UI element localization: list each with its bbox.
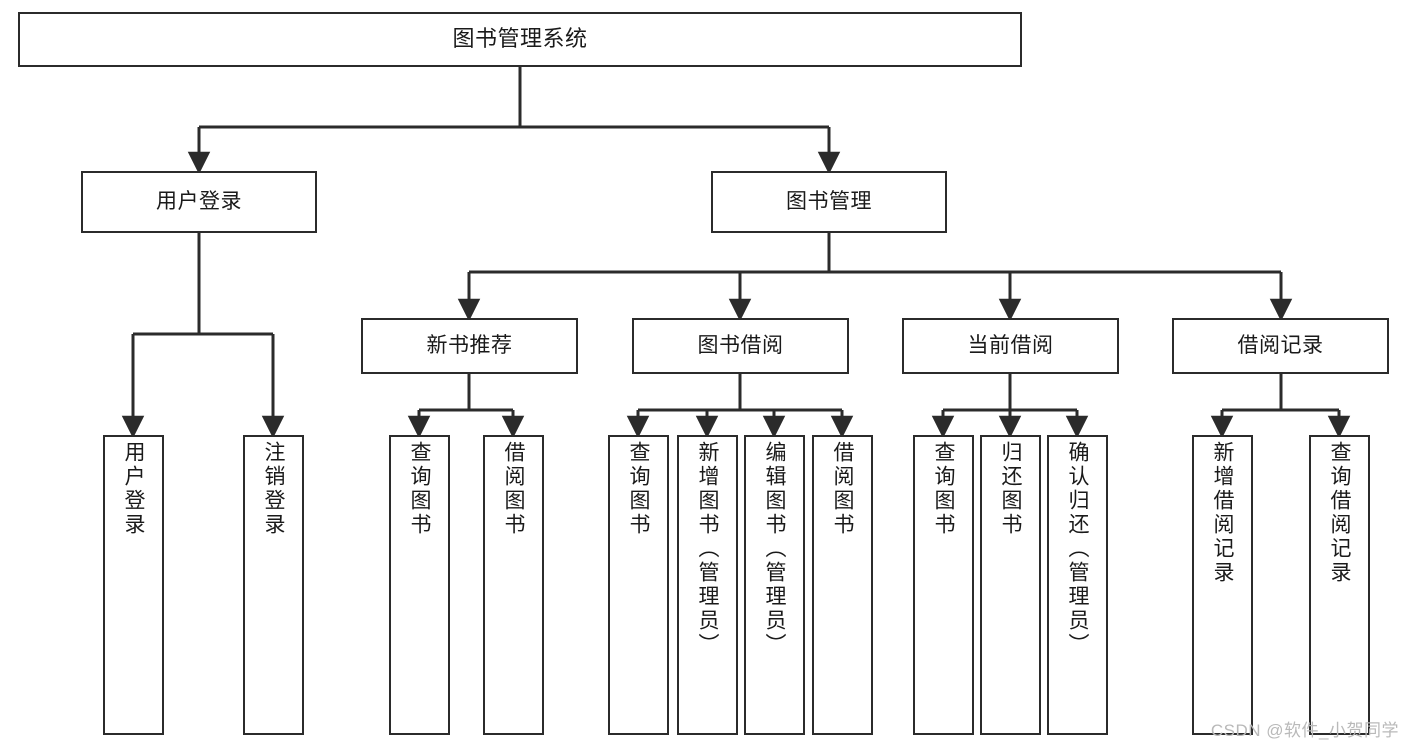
node-borrow-record[interactable]: 借阅记录	[1172, 318, 1389, 374]
node-leaf-confirm-return[interactable]: 确认归还（管理员）	[1047, 435, 1108, 735]
node-leaf-logout-label: 注销登录	[262, 441, 285, 537]
node-leaf-query-book-2-label: 查询图书	[627, 441, 650, 537]
node-user-login[interactable]: 用户登录	[81, 171, 317, 233]
node-leaf-return-book-label: 归还图书	[999, 441, 1022, 537]
node-book-borrow-label: 图书借阅	[697, 334, 784, 358]
node-leaf-user-login[interactable]: 用户登录	[103, 435, 164, 735]
node-leaf-query-book-1-label: 查询图书	[408, 441, 431, 537]
node-leaf-query-book-1[interactable]: 查询图书	[389, 435, 450, 735]
node-current-borrow-label: 当前借阅	[967, 334, 1054, 358]
node-leaf-logout[interactable]: 注销登录	[243, 435, 304, 735]
node-leaf-query-record-label: 查询借阅记录	[1328, 441, 1351, 585]
node-leaf-add-book[interactable]: 新增图书（管理员）	[677, 435, 738, 735]
node-leaf-add-record[interactable]: 新增借阅记录	[1192, 435, 1253, 735]
node-leaf-borrow-book-2[interactable]: 借阅图书	[812, 435, 873, 735]
node-leaf-borrow-book-1[interactable]: 借阅图书	[483, 435, 544, 735]
node-leaf-return-book[interactable]: 归还图书	[980, 435, 1041, 735]
node-leaf-add-book-label: 新增图书（管理员）	[696, 441, 719, 657]
watermark-text: CSDN @软件_小贺同学	[1210, 721, 1399, 740]
node-leaf-query-record[interactable]: 查询借阅记录	[1309, 435, 1370, 735]
node-root-label: 图书管理系统	[452, 26, 588, 52]
node-book-borrow[interactable]: 图书借阅	[632, 318, 849, 374]
node-leaf-confirm-return-label: 确认归还（管理员）	[1066, 441, 1089, 657]
node-borrow-record-label: 借阅记录	[1237, 334, 1324, 358]
node-leaf-query-book-3[interactable]: 查询图书	[913, 435, 974, 735]
node-current-borrow[interactable]: 当前借阅	[902, 318, 1119, 374]
node-leaf-query-book-3-label: 查询图书	[932, 441, 955, 537]
node-new-book-recommend-label: 新书推荐	[426, 334, 513, 358]
node-leaf-user-login-label: 用户登录	[122, 441, 145, 537]
node-book-manage-label: 图书管理	[786, 190, 872, 214]
node-user-login-label: 用户登录	[156, 190, 242, 214]
node-leaf-query-book-2[interactable]: 查询图书	[608, 435, 669, 735]
node-book-manage[interactable]: 图书管理	[711, 171, 947, 233]
node-leaf-edit-book[interactable]: 编辑图书（管理员）	[744, 435, 805, 735]
node-leaf-add-record-label: 新增借阅记录	[1211, 441, 1234, 585]
node-new-book-recommend[interactable]: 新书推荐	[361, 318, 578, 374]
node-leaf-borrow-book-1-label: 借阅图书	[502, 441, 525, 537]
node-leaf-edit-book-label: 编辑图书（管理员）	[763, 441, 786, 657]
node-leaf-borrow-book-2-label: 借阅图书	[831, 441, 854, 537]
node-root[interactable]: 图书管理系统	[18, 12, 1022, 67]
